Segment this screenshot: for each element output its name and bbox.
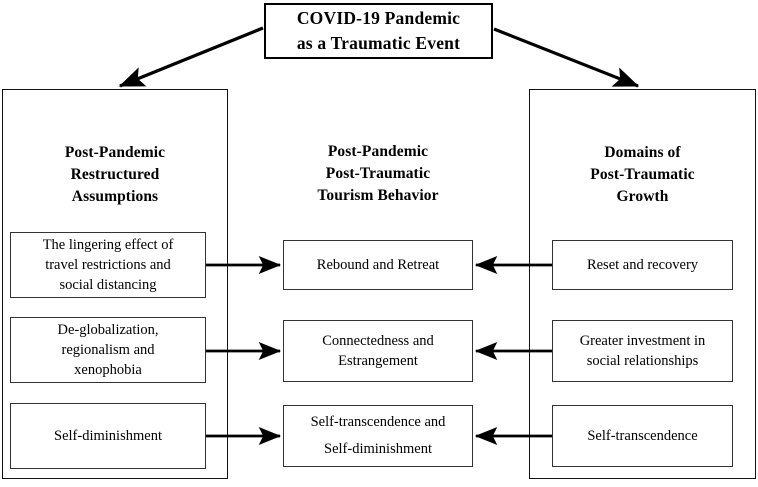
column-header-middle-line-2: Post-Traumatic: [325, 165, 431, 182]
title-box: COVID-19 Pandemic as a Traumatic Event: [264, 3, 493, 59]
left-item-1-line-2: regionalism and: [61, 342, 155, 358]
column-header-middle-line-1: Post-Pandemic: [327, 143, 429, 160]
middle-item-box-2: Self-transcendence and Self-diminishment: [283, 405, 473, 467]
middle-item-box-0: Rebound and Retreat: [283, 240, 473, 290]
column-header-middle: Post-Pandemic Post-Traumatic Tourism Beh…: [282, 141, 474, 207]
column-header-right-line-2: Post-Traumatic: [590, 166, 695, 183]
middle-item-box-1: Connectedness and Estrangement: [283, 320, 473, 382]
column-header-right-line-3: Growth: [616, 188, 669, 205]
right-item-1-line-2: social relationships: [586, 353, 699, 369]
left-item-1-line-3: xenophobia: [74, 362, 142, 378]
right-item-box-0: Reset and recovery: [552, 240, 733, 290]
left-item-2-line-1: Self-diminishment: [54, 428, 162, 444]
left-item-0-line-1: The lingering effect of: [42, 237, 174, 253]
arrow-top-to-right-panel: [493, 27, 640, 88]
column-header-left-line-1: Post-Pandemic: [64, 144, 166, 161]
right-item-2-line-1: Self-transcendence: [587, 428, 698, 444]
column-header-middle-line-3: Tourism Behavior: [317, 187, 439, 204]
middle-item-2-line-2: Self-diminishment: [324, 441, 432, 457]
left-item-box-0: The lingering effect of travel restricti…: [10, 232, 206, 298]
right-item-1-line-1: Greater investment in: [579, 333, 706, 349]
column-header-left: Post-Pandemic Restructured Assumptions: [3, 142, 227, 208]
column-header-right: Domains of Post-Traumatic Growth: [530, 142, 755, 208]
middle-item-0-line-1: Rebound and Retreat: [316, 257, 440, 273]
arrow-top-to-left-panel: [118, 26, 264, 88]
left-item-box-1: De-globalization, regionalism and xenoph…: [10, 317, 206, 383]
middle-item-1-line-1: Connectedness and: [322, 333, 434, 349]
right-item-0-line-1: Reset and recovery: [586, 257, 699, 273]
left-item-0-line-3: social distancing: [59, 277, 157, 293]
column-header-left-line-3: Assumptions: [71, 188, 159, 205]
left-item-box-2: Self-diminishment: [10, 403, 206, 469]
column-header-left-line-2: Restructured: [70, 166, 160, 183]
column-header-right-line-1: Domains of: [604, 144, 681, 161]
left-item-0-line-2: travel restrictions and: [45, 257, 171, 273]
right-item-box-1: Greater investment in social relationshi…: [552, 320, 733, 382]
middle-item-2-line-1: Self-transcendence and: [310, 414, 446, 430]
middle-item-1-line-2: Estrangement: [338, 353, 418, 369]
right-item-box-2: Self-transcendence: [552, 405, 733, 467]
left-item-1-line-1: De-globalization,: [57, 322, 159, 338]
title-line-2: as a Traumatic Event: [296, 33, 461, 53]
title-line-1: COVID-19 Pandemic: [296, 8, 461, 28]
